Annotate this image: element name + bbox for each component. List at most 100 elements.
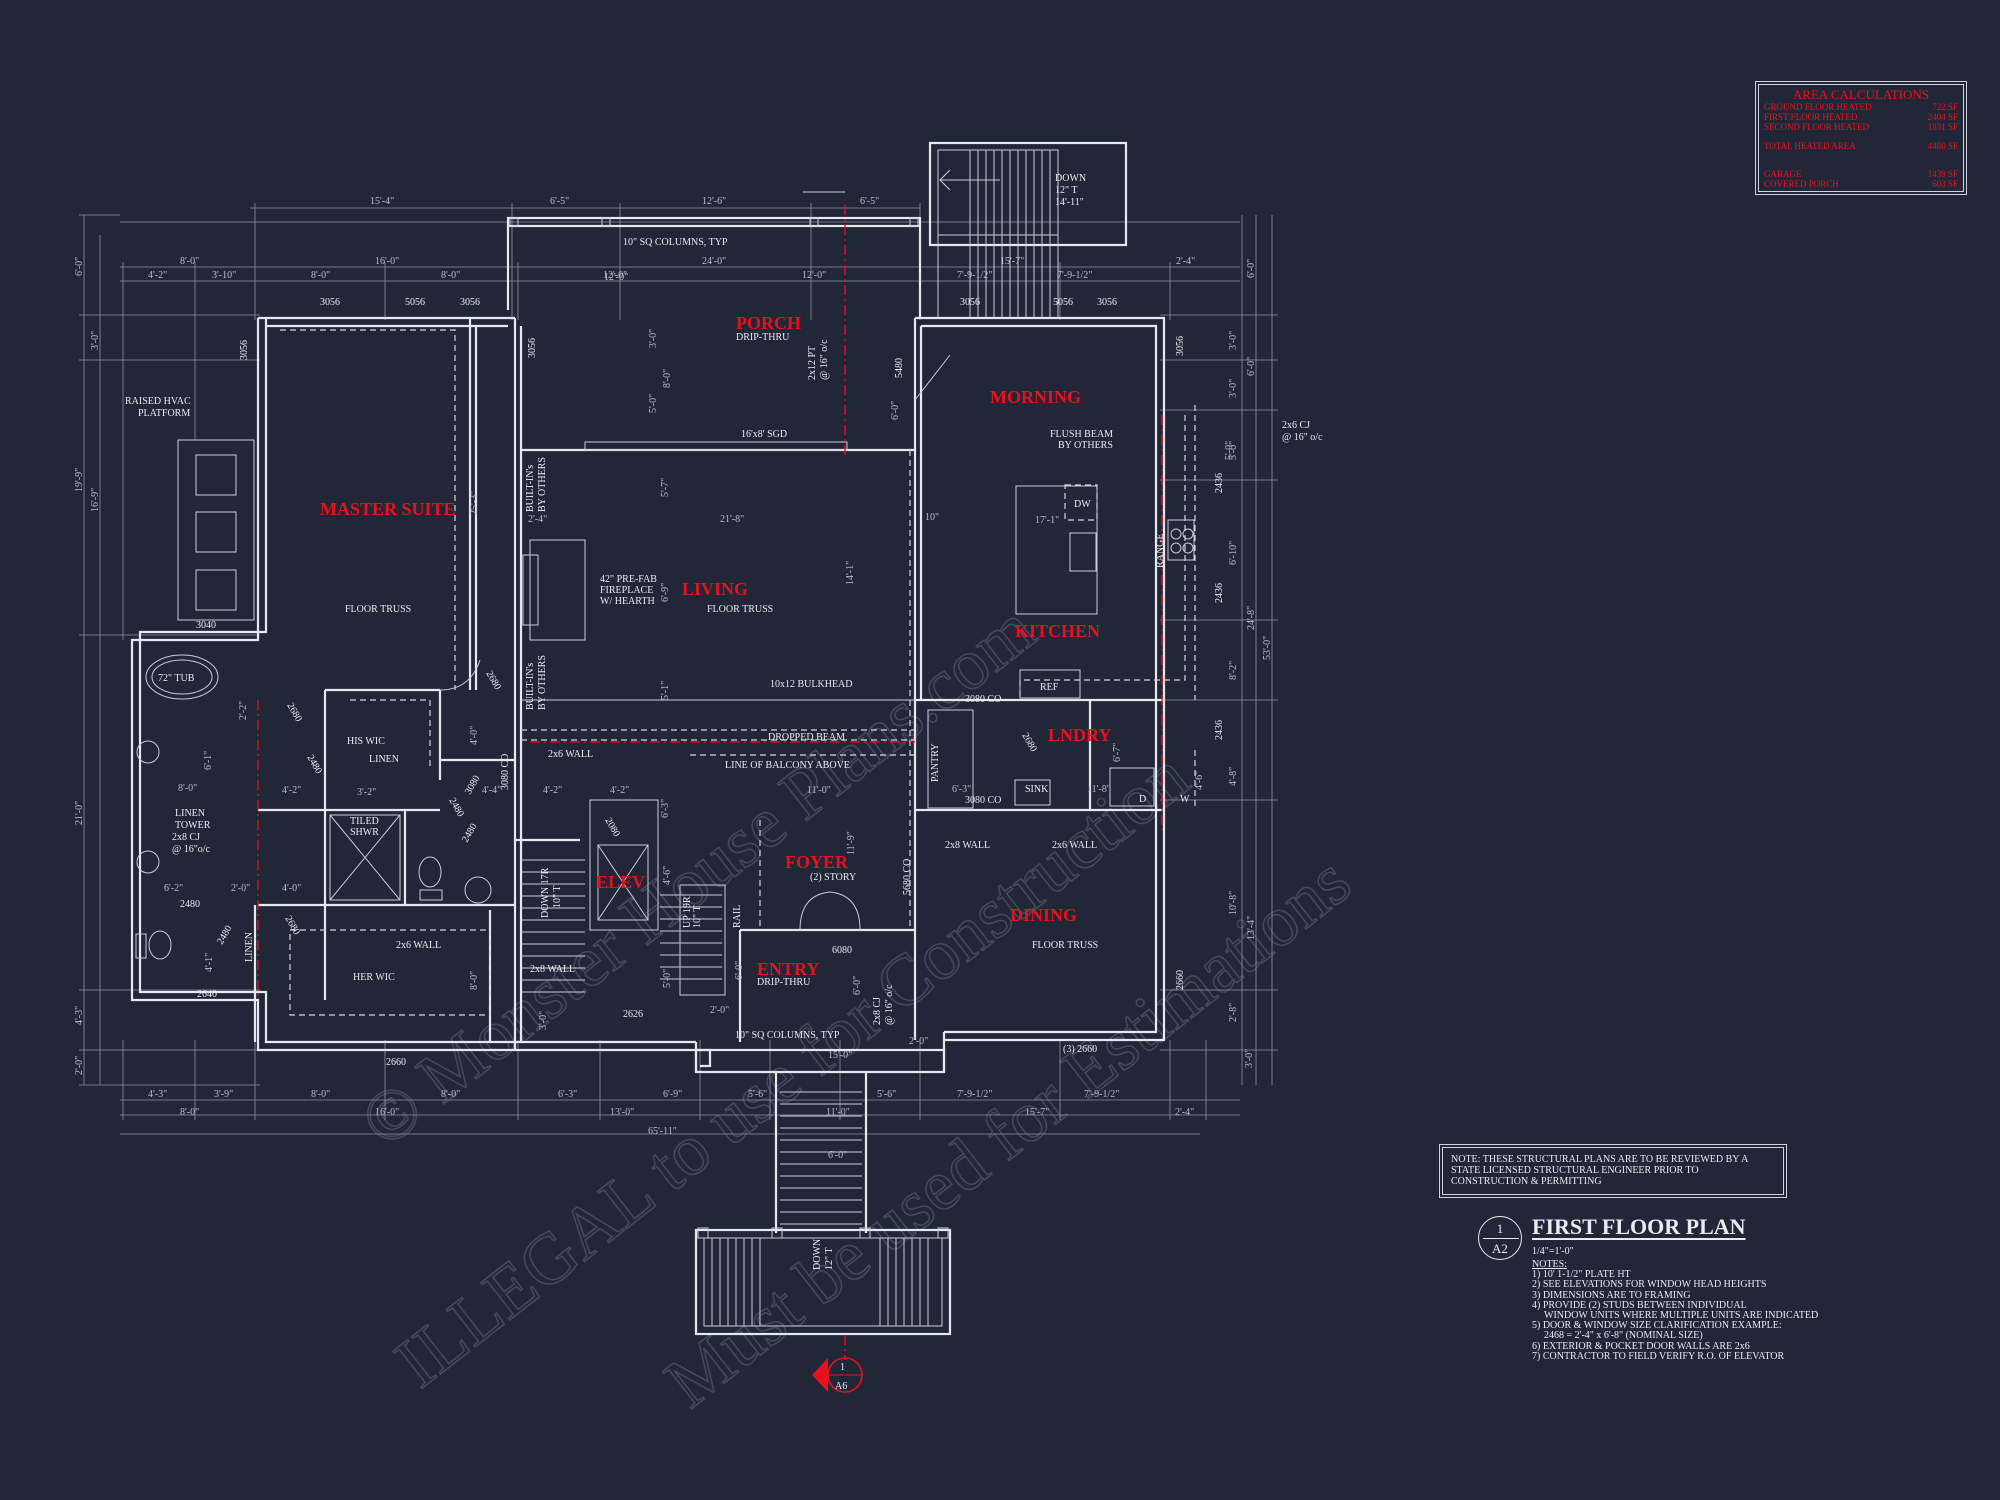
note-item: 1) 10' 1-1/2" PLATE HT — [1532, 1269, 1631, 1281]
cj-right-2: @ 16" o/c — [1282, 432, 1323, 443]
window-3056-f: 3056 — [527, 338, 538, 358]
dryer-label: D — [1139, 794, 1146, 805]
interior-walls — [253, 318, 1164, 1042]
dim-top1-3: 6'-5" — [860, 196, 879, 207]
dim-top3-5: 12'-0" — [802, 270, 826, 281]
flush-beam: FLUSH BEAM — [1050, 429, 1113, 440]
dw-label: DW — [1074, 499, 1091, 510]
room-living: LIVING — [682, 579, 748, 599]
dim-int-m: 8'-0" — [178, 783, 197, 794]
fixtures — [135, 354, 1195, 996]
window-2480-a: 2480 — [180, 899, 200, 910]
window-5056-a: 5056 — [405, 297, 425, 308]
window-2626: 2626 — [623, 1009, 643, 1020]
dim-int-p: 4'-0" — [282, 883, 301, 894]
floor-truss-living: FLOOR TRUSS — [707, 604, 773, 615]
dim-bottom2-2: 13'-0" — [610, 1107, 634, 1118]
watermark-line-1: © Monster House Plans.com — [346, 588, 1050, 1162]
door-2680-c: 2680 — [282, 914, 302, 937]
detail-sheet: A2 — [1492, 1241, 1508, 1256]
area-calculations-title: AREA CALCULATIONS — [1792, 87, 1930, 102]
dim-top2-0: 8'-0" — [180, 256, 199, 267]
dim-top3-0: 4'-2" — [148, 270, 167, 281]
window-3056-g: 3056 — [1175, 336, 1186, 356]
dim-int-w: 6'-3" — [952, 784, 971, 795]
dim-int-s: 4'-2" — [543, 785, 562, 796]
dim-int-am: 6'-0" — [852, 976, 863, 995]
front-porch — [506, 191, 922, 318]
cj-left-2: @ 16"o/c — [172, 844, 211, 855]
dim-int-ai: 3'-0" — [538, 1011, 549, 1030]
dim-bottom2-3: 11'-0" — [826, 1107, 850, 1118]
dim-int-o: 2'-0" — [231, 883, 250, 894]
dim-right2-1: 24'-8" — [1246, 606, 1257, 630]
area-row-value: 722 SF — [1932, 102, 1958, 112]
window-2436-a: 2436 — [1214, 473, 1225, 493]
dim-left2-0: 16'-9" — [90, 488, 101, 512]
co-3080-kitchen: 3080 CO — [965, 694, 1001, 705]
bulkhead-label: 10x12 BULKHEAD — [770, 679, 853, 690]
flush-beam-2: BY OTHERS — [1058, 440, 1113, 451]
balcony-label: LINE OF BALCONY ABOVE — [725, 760, 850, 771]
floor-truss-master: FLOOR TRUSS — [345, 604, 411, 615]
wall-2x6-c: 2x6 WALL — [1052, 840, 1097, 851]
window-3056-e: 3056 — [239, 340, 250, 360]
dim-right1-7: 10'-8" — [1228, 891, 1239, 915]
section-marker-sheet: A6 — [835, 1381, 847, 1392]
door-2680-b: 2680 — [483, 669, 503, 692]
dim-bottom1-2: 8'-0" — [311, 1089, 330, 1100]
dim-int-ar: 4'-1" — [204, 953, 215, 972]
dim-int-ae: 4'-0" — [469, 726, 480, 745]
note-item: 2) SEE ELEVATIONS FOR WINDOW HEAD HEIGHT… — [1532, 1279, 1767, 1291]
dim-bottom1-3: 8'-0" — [441, 1089, 460, 1100]
area-row-value: 4480 SF — [1927, 141, 1958, 151]
dim-int-z: 6'-0" — [828, 1150, 847, 1161]
area-row-label: SECOND FLOOR HEATED — [1764, 122, 1870, 132]
door-2080: 2080 — [602, 816, 622, 839]
dim-right1-8: 2'-8" — [1228, 1003, 1239, 1022]
detail-number: 1 — [1496, 1221, 1504, 1236]
down-top-run: 14'-11" — [1055, 197, 1084, 208]
dim-int-ao: 6'-0" — [890, 401, 901, 420]
co-5680: 5680 CO — [902, 859, 913, 895]
window-5056-b: 5056 — [1053, 297, 1073, 308]
wall-2x8-b: 2x8 WALL — [530, 964, 575, 975]
down-bottom: DOWN — [812, 1239, 823, 1270]
dimension-text: 15'-4" 6'-5" 12'-6" 6'-5" 8'-0" 16'-0" 2… — [74, 196, 1273, 1161]
note-item: 2468 = 2'-4" x 6'-8" (NOMINAL SIZE) — [1544, 1330, 1703, 1342]
dim-bottom1-8: 7'-9-1/2" — [957, 1089, 992, 1100]
range-label: RANGE — [1155, 534, 1166, 568]
entry-drip-thru: DRIP-THRU — [757, 977, 811, 988]
section-lines — [257, 205, 1163, 1360]
dim-bottom1-6: 5'-6" — [748, 1089, 767, 1100]
dim-int-x: 11'-8" — [1087, 784, 1111, 795]
dim-int-b: 12'-0" — [604, 272, 628, 283]
dim-top3-1: 3'-10" — [212, 270, 236, 281]
dim-int-f: 5'-7" — [660, 478, 671, 497]
raised-hvac: RAISED HVAC — [125, 396, 191, 407]
area-row-label: GROUND FLOOR HEATED — [1764, 102, 1872, 112]
dim-int-i: 5'-1" — [660, 681, 671, 700]
tub-label: 72" TUB — [158, 673, 195, 684]
builtins-bottom: BUILT-IN's — [525, 663, 536, 710]
her-wic-label: HER WIC — [353, 972, 395, 983]
window-2436-c: 2436 — [1214, 720, 1225, 740]
dim-bottom1-1: 3'-9" — [214, 1089, 233, 1100]
dim-left1-0: 6'-0" — [74, 257, 85, 276]
dim-top3-8: 7'-9-1/2" — [1057, 270, 1092, 281]
dim-int-a: 21'-8" — [720, 514, 744, 525]
fireplace-label: 42" PRE-FAB — [600, 574, 657, 585]
dim-top1-1: 6'-5" — [550, 196, 569, 207]
cj-entry: 2x8 CJ — [872, 997, 883, 1025]
exterior-walls — [130, 316, 1166, 1072]
dim-int-ap: 2'-2" — [238, 701, 249, 720]
down-top-tread: 12" T — [1055, 185, 1078, 196]
floor-truss-dining: FLOOR TRUSS — [1032, 940, 1098, 951]
down-top: DOWN — [1055, 173, 1086, 184]
dim-int-ab: 17'-1" — [1035, 515, 1059, 526]
dim-int-aq: 2'-0" — [710, 1005, 729, 1016]
room-kitchen: KITCHEN — [1015, 621, 1100, 641]
down-bottom-tread: 12" T — [824, 1247, 835, 1270]
